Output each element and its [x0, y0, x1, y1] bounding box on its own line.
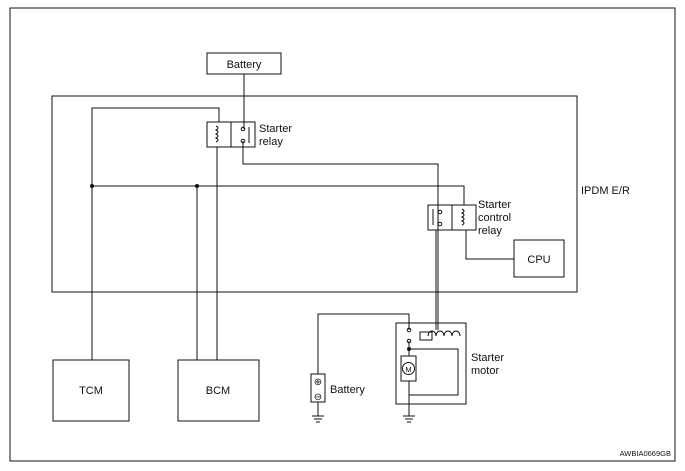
bcm-label: BCM [206, 385, 230, 397]
starter-motor-box [395, 322, 467, 405]
battery-plus-icon: ⊕ [314, 377, 322, 388]
battery-top-label: Battery [227, 59, 262, 71]
tcm-label: TCM [79, 385, 103, 397]
starter-control-relay-label-line2: control [478, 212, 511, 224]
control-relay-coil-icon [460, 208, 465, 226]
ipdm-module [51, 95, 578, 293]
motor-symbol: M [405, 365, 411, 374]
figure-code: AWBIA0669GB [620, 449, 671, 458]
tcm-box [52, 359, 130, 422]
bcm-box [177, 359, 260, 422]
starter-relay-label-line2: relay [259, 136, 283, 148]
cpu-label: CPU [527, 254, 550, 266]
starter-relay-label-line1: Starter [259, 123, 292, 135]
solenoid-plunger-icon [419, 331, 433, 341]
starter-control-relay-label-line3: relay [478, 225, 502, 237]
ipdm-label: IPDM E/R [581, 185, 630, 197]
starter-control-relay-label-line1: Starter [478, 199, 511, 211]
starter-motor-label-line1: Starter [471, 352, 504, 364]
solenoid-coil-icon [427, 330, 461, 337]
starter-relay [206, 121, 256, 148]
starter-control-relay [427, 204, 477, 231]
starter-motor-label-line2: motor [471, 365, 499, 377]
motor-icon [402, 362, 415, 375]
battery-bottom: ⊕ ⊖ [310, 373, 326, 403]
diagram-frame [9, 7, 676, 462]
battery-minus-icon: ⊖ [314, 392, 322, 403]
battery-bottom-label: Battery [330, 384, 365, 396]
cpu-box [513, 239, 565, 278]
relay-coil-icon [214, 125, 219, 143]
